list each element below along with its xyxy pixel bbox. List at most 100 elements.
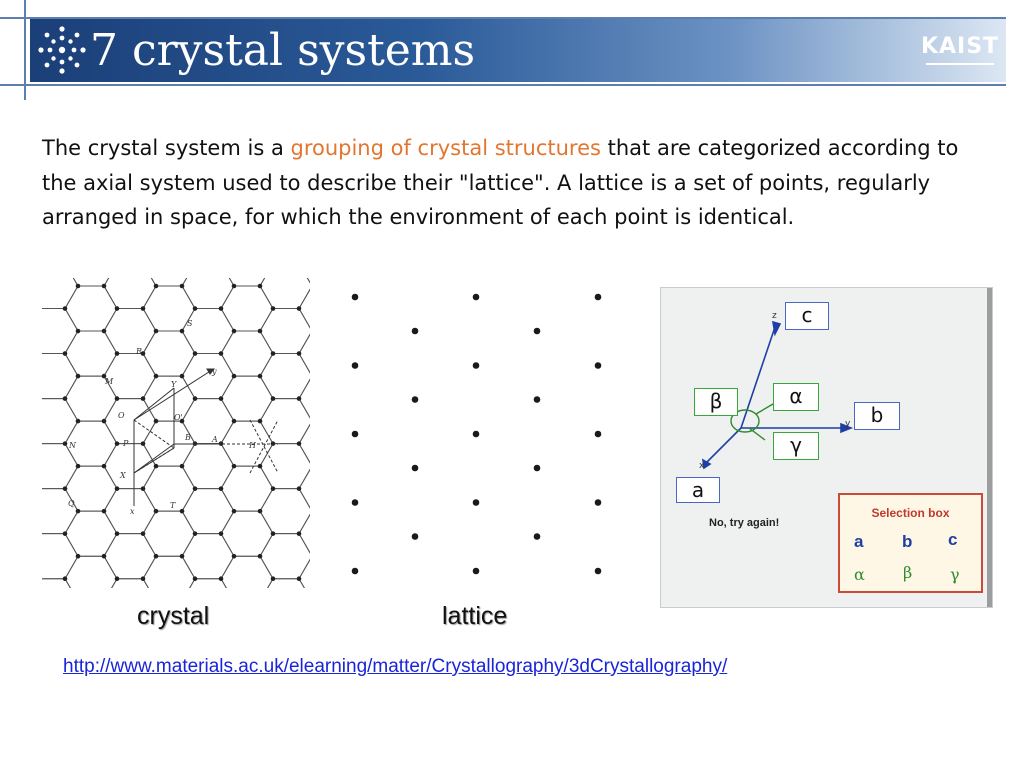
lattice-point bbox=[411, 464, 419, 472]
hex-cell bbox=[306, 278, 310, 284]
crystal-atom bbox=[75, 373, 81, 379]
hex-cell bbox=[267, 578, 305, 588]
hex-cell bbox=[189, 578, 227, 588]
crystal-point-label: R bbox=[135, 347, 142, 356]
crystal-atom bbox=[218, 531, 224, 536]
crystal-atom bbox=[192, 396, 198, 401]
crystal-atom bbox=[270, 531, 276, 536]
axis-label-y: y bbox=[845, 419, 851, 429]
select-c[interactable]: c bbox=[948, 530, 958, 549]
crystal-atom bbox=[270, 351, 276, 356]
crystal-atom bbox=[62, 396, 68, 401]
crystal-axes-applet: z y x c α β b γ a No, try again! Selecti… bbox=[660, 287, 993, 608]
header-vertical-rule bbox=[24, 0, 26, 100]
lattice-point bbox=[411, 396, 419, 403]
label-b[interactable]: b bbox=[854, 402, 900, 430]
crystal-atom bbox=[153, 553, 159, 559]
crystal-atom bbox=[218, 351, 224, 356]
label-c[interactable]: c bbox=[785, 302, 829, 330]
crystal-point-label: A bbox=[211, 435, 218, 444]
angle-highlight bbox=[730, 409, 760, 433]
crystal-atom bbox=[140, 531, 146, 536]
crystal-point-label: Q bbox=[68, 499, 75, 508]
crystal-atom bbox=[114, 531, 120, 536]
snowflake-icon bbox=[38, 26, 86, 74]
crystal-atom bbox=[114, 351, 120, 356]
crystal-atom bbox=[257, 508, 263, 514]
crystal-atom bbox=[270, 576, 276, 582]
lattice-point bbox=[533, 327, 541, 335]
crystal-atom bbox=[75, 418, 81, 424]
label-beta[interactable]: β bbox=[694, 388, 738, 416]
hex-cell bbox=[181, 443, 235, 490]
crystal-atom bbox=[296, 306, 302, 311]
hex-cell bbox=[142, 555, 196, 588]
crystal-atom bbox=[62, 486, 68, 491]
lattice-point bbox=[351, 567, 359, 575]
source-link[interactable]: http://www.materials.ac.uk/elearning/mat… bbox=[63, 656, 728, 677]
crystal-atom bbox=[270, 396, 276, 401]
crystal-atom bbox=[114, 576, 120, 582]
label-a[interactable]: a bbox=[676, 477, 720, 503]
lattice-diagram bbox=[351, 293, 602, 575]
selection-box: Selection box a b c α β γ bbox=[838, 493, 983, 593]
crystal-atom bbox=[257, 553, 263, 559]
crystal-atom bbox=[62, 531, 68, 536]
hex-cell bbox=[72, 278, 110, 287]
hex-cell bbox=[42, 578, 71, 588]
lattice-point bbox=[472, 293, 480, 301]
hex-cell bbox=[103, 278, 157, 310]
crystal-atom bbox=[296, 351, 302, 356]
hex-cell bbox=[42, 308, 79, 355]
crystal-atom bbox=[179, 418, 185, 424]
crystal-atom bbox=[218, 306, 224, 311]
crystal-atom bbox=[192, 306, 198, 311]
crystal-atom bbox=[140, 441, 146, 446]
crystal-atom bbox=[62, 306, 68, 311]
crystal-atom bbox=[114, 441, 120, 446]
crystal-atom bbox=[153, 418, 159, 424]
lattice-caption: lattice bbox=[442, 602, 508, 630]
select-a[interactable]: a bbox=[854, 532, 864, 551]
hex-cell bbox=[142, 330, 196, 377]
crystal-atom bbox=[101, 373, 107, 379]
crystal-atom bbox=[101, 328, 107, 334]
select-b[interactable]: b bbox=[902, 532, 913, 551]
hex-cell bbox=[64, 555, 118, 588]
hex-cell bbox=[220, 285, 274, 332]
crystal-atom bbox=[62, 441, 68, 446]
lattice-point bbox=[533, 533, 541, 540]
crystal-atom bbox=[218, 576, 224, 582]
intro-text-start: The crystal system is a bbox=[42, 136, 291, 160]
hex-cell bbox=[64, 330, 118, 377]
hex-cell bbox=[150, 278, 188, 287]
crystal-atom bbox=[114, 306, 120, 311]
select-alpha[interactable]: α bbox=[854, 565, 865, 584]
lattice-point bbox=[594, 567, 602, 575]
select-beta[interactable]: β bbox=[903, 563, 913, 582]
crystal-point-label: N bbox=[68, 441, 77, 450]
crystal-atom bbox=[231, 418, 237, 424]
hex-cell bbox=[103, 443, 157, 490]
crystal-atom bbox=[75, 508, 81, 514]
crystal-point-label: O bbox=[118, 411, 125, 420]
crystal-atom bbox=[296, 396, 302, 401]
header-bottom-rule bbox=[0, 84, 1006, 86]
crystal-atom bbox=[75, 553, 81, 559]
selection-box-title: Selection box bbox=[871, 506, 950, 520]
crystal-atom bbox=[231, 463, 237, 469]
crystal-atom bbox=[218, 486, 224, 491]
crystal-atom bbox=[140, 396, 146, 401]
crystal-atom bbox=[101, 418, 107, 424]
label-alpha[interactable]: α bbox=[773, 383, 819, 411]
label-gamma[interactable]: γ bbox=[773, 432, 819, 460]
crystal-atom bbox=[192, 351, 198, 356]
hex-cell bbox=[103, 533, 157, 580]
hex-cell bbox=[103, 398, 157, 445]
hex-cell bbox=[220, 465, 274, 512]
crystal-atom bbox=[62, 351, 68, 356]
hex-cell bbox=[142, 375, 196, 422]
hex-cell bbox=[259, 278, 310, 310]
hex-cell bbox=[42, 278, 79, 310]
select-gamma[interactable]: γ bbox=[950, 565, 960, 584]
